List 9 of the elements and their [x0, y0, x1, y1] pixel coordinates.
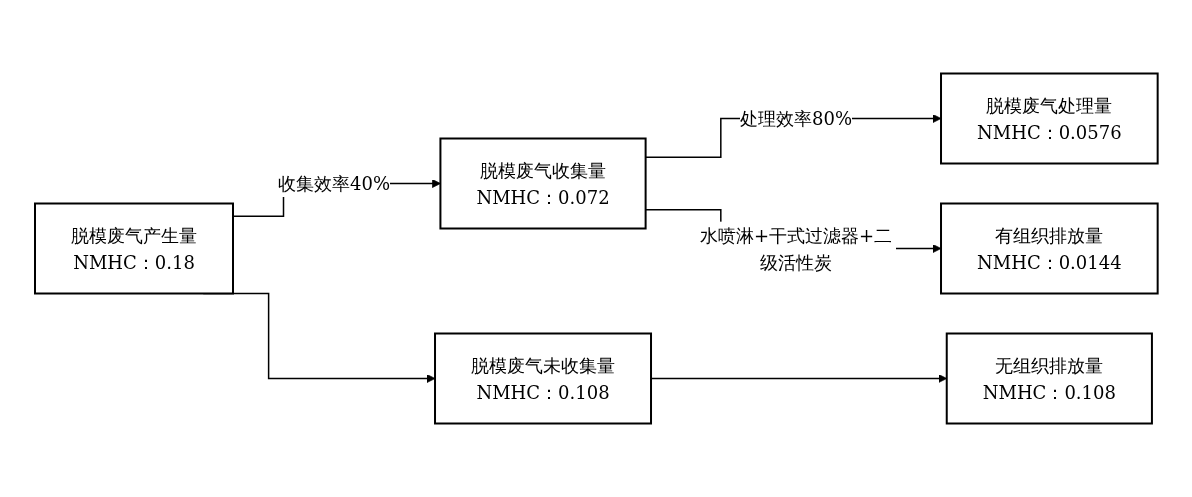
edge-label: 水喷淋+干式过滤器+二级活性炭	[699, 224, 892, 273]
edge-label: 处理效率80%	[739, 108, 852, 129]
node-box: 脱模废气产生量 NMHC：0.18	[33, 202, 234, 295]
node-box: 有组织排放量 NMHC：0.0144	[939, 202, 1159, 295]
node-box: 无组织排放量 NMHC：0.108	[945, 332, 1153, 425]
node-box: 脱模废气未收集量 NMHC：0.108	[433, 332, 652, 425]
edge-label: 收集效率40%	[277, 173, 390, 194]
node-box: 脱模废气收集量 NMHC：0.072	[439, 137, 647, 230]
node-box: 脱模废气处理量 NMHC：0.0576	[939, 72, 1159, 165]
